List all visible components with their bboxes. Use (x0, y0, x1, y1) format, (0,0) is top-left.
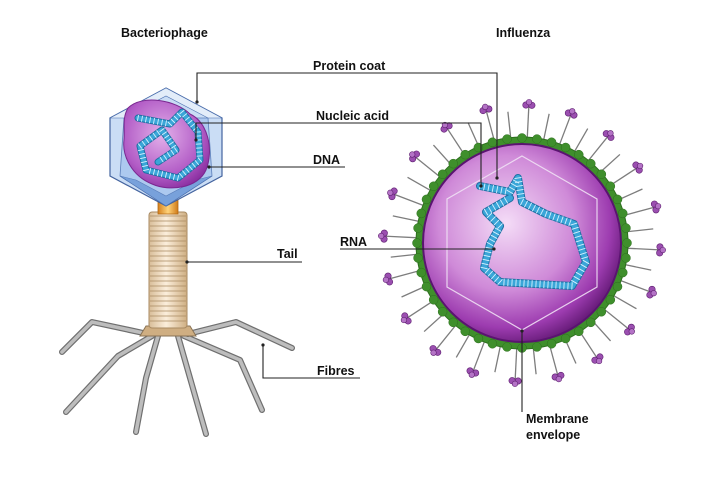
envelope-bump (621, 253, 630, 262)
envelope-spike (559, 114, 571, 146)
envelope-bump (561, 334, 570, 343)
spike-knob (629, 329, 635, 335)
spike-knob (387, 190, 393, 196)
envelope-spike (603, 308, 629, 329)
tail-fibres (62, 322, 292, 434)
envelope-spike (612, 295, 636, 309)
envelope-spike (384, 236, 418, 238)
spike-knob (482, 104, 488, 110)
spike-knob (556, 376, 562, 382)
envelope-bump (613, 195, 622, 204)
spike-knob (655, 203, 661, 209)
envelope-bump (618, 268, 627, 277)
virion-body (423, 144, 621, 342)
label-dna: DNA (313, 153, 340, 167)
envelope-bump (586, 318, 595, 327)
envelope-bump (449, 318, 458, 327)
envelope-bump (518, 134, 527, 143)
spike-knob (469, 372, 475, 378)
label-nucleic-acid: Nucleic acid (316, 109, 389, 123)
spike-knob (409, 152, 415, 158)
envelope-bump (461, 150, 470, 159)
label-tail: Tail (277, 247, 298, 261)
envelope-spike (435, 324, 456, 350)
bacteriophage-illustration (62, 88, 292, 434)
envelope-spike (393, 194, 425, 206)
envelope-bump (503, 342, 512, 351)
envelope-spike (527, 105, 529, 139)
envelope-bump (547, 138, 556, 147)
envelope-bump (429, 295, 438, 304)
envelope-spike (619, 280, 651, 292)
envelope-spike (495, 345, 501, 372)
spike-knob (569, 108, 575, 114)
title-bacteriophage: Bacteriophage (121, 26, 208, 40)
spike-knob (637, 163, 643, 169)
envelope-bump (623, 239, 632, 248)
spike-knob (608, 130, 614, 136)
envelope-bump (449, 159, 458, 168)
envelope-bump (413, 239, 422, 248)
envelope-bump (618, 209, 627, 218)
spike-knob (383, 277, 389, 283)
envelope-bump (461, 327, 470, 336)
envelope-bump (488, 339, 497, 348)
envelope-bump (574, 327, 583, 336)
label-rna: RNA (340, 235, 367, 249)
envelope-bump (422, 282, 431, 291)
envelope-bump (422, 195, 431, 204)
envelope-bump (414, 253, 423, 262)
title-influenza: Influenza (496, 26, 550, 40)
envelope-bump (597, 307, 606, 316)
envelope-bump (606, 182, 615, 191)
envelope-bump (474, 334, 483, 343)
envelope-spike (587, 136, 608, 162)
envelope-bump (532, 342, 541, 351)
envelope-spike (543, 114, 549, 141)
envelope-spike (473, 340, 485, 372)
label-fibres: Fibres (317, 364, 355, 378)
spike-knob (651, 290, 657, 296)
spike-knob (660, 247, 666, 253)
envelope-bump (417, 268, 426, 277)
spike-knob (526, 99, 532, 105)
envelope-bump (503, 135, 512, 144)
envelope-bump (532, 135, 541, 144)
spike-knob (401, 317, 407, 323)
envelope-bump (613, 282, 622, 291)
envelope-bump (574, 150, 583, 159)
spike-knob (378, 233, 384, 239)
envelope-bump (429, 182, 438, 191)
envelope-bump (417, 209, 426, 218)
envelope-bump (547, 339, 556, 348)
envelope-bump (561, 143, 570, 152)
envelope-spike (393, 216, 420, 222)
envelope-spike (415, 156, 441, 177)
envelope-spike (624, 264, 651, 270)
label-protein-coat: Protein coat (313, 59, 385, 73)
tail-fibre (178, 336, 206, 434)
envelope-spike (456, 333, 470, 357)
envelope-spike (626, 248, 660, 250)
label-membrane-line1: Membrane (526, 412, 589, 426)
envelope-spike (574, 129, 588, 153)
spike-knob (596, 358, 602, 364)
envelope-bump (414, 224, 423, 233)
envelope-bump (488, 138, 497, 147)
envelope-bump (586, 159, 595, 168)
envelope-bump (606, 295, 615, 304)
spike-knob (512, 381, 518, 387)
envelope-bump (621, 224, 630, 233)
envelope-bump (438, 170, 447, 179)
envelope-spike (515, 347, 517, 381)
label-membrane-line2: envelope (526, 428, 580, 442)
envelope-bump (597, 170, 606, 179)
envelope-bump (438, 307, 447, 316)
envelope-spike (408, 177, 432, 191)
spike-knob (431, 350, 437, 356)
